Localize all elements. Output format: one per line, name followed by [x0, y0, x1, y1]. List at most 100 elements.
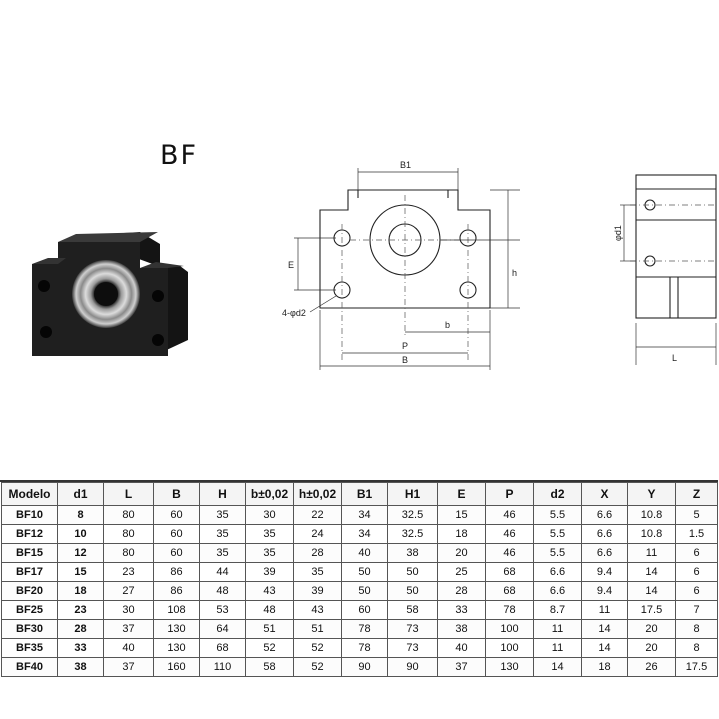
table-cell: 60	[153, 543, 200, 563]
column-header: Z	[675, 482, 718, 506]
table-cell: 8	[675, 619, 718, 639]
table-cell: 64	[199, 619, 246, 639]
table-cell: 108	[153, 600, 200, 620]
table-cell: 43	[293, 600, 342, 620]
table-cell: 11	[627, 543, 676, 563]
table-cell: 9.4	[581, 562, 628, 582]
table-cell: 48	[245, 600, 294, 620]
table-cell: 14	[533, 657, 582, 677]
dim-label-e: E	[288, 260, 294, 270]
table-cell: 6	[675, 562, 718, 582]
table-cell: 50	[387, 581, 438, 601]
table-cell: 5	[675, 505, 718, 525]
column-header: B1	[341, 482, 388, 506]
table-cell: 90	[341, 657, 388, 677]
table-cell: 6.6	[533, 562, 582, 582]
table-cell: 27	[103, 581, 154, 601]
dim-label-b: b	[445, 320, 450, 330]
table-cell: 100	[485, 619, 534, 639]
table-cell: 73	[387, 638, 438, 658]
table-cell: 43	[245, 581, 294, 601]
table-cell: 130	[485, 657, 534, 677]
table-cell: 6	[675, 581, 718, 601]
table-cell: 18	[437, 524, 486, 544]
model-cell: BF12	[1, 524, 58, 544]
table-cell: 68	[485, 581, 534, 601]
column-header: d1	[57, 482, 104, 506]
model-cell: BF35	[1, 638, 58, 658]
dim-label-l: L	[672, 353, 677, 363]
table-cell: 9.4	[581, 581, 628, 601]
table-cell: 33	[437, 600, 486, 620]
table-cell: 6.6	[533, 581, 582, 601]
table-cell: 11	[533, 638, 582, 658]
table-cell: 14	[581, 638, 628, 658]
table-cell: 14	[627, 581, 676, 601]
table-cell: 28	[293, 543, 342, 563]
table-cell: 30	[245, 505, 294, 525]
table-cell: 80	[103, 505, 154, 525]
table-cell: 26	[627, 657, 676, 677]
table-cell: 110	[199, 657, 246, 677]
table-cell: 20	[437, 543, 486, 563]
table-cell: 86	[153, 562, 200, 582]
table-cell: 80	[103, 524, 154, 544]
table-cell: 68	[199, 638, 246, 658]
table-cell: 17.5	[627, 600, 676, 620]
table-cell: 24	[293, 524, 342, 544]
table-cell: 46	[485, 505, 534, 525]
dim-label-p: P	[402, 341, 408, 351]
table-cell: 28	[437, 581, 486, 601]
table-cell: 40	[103, 638, 154, 658]
side-view-drawing: φd1 L	[613, 174, 717, 365]
column-header: P	[485, 482, 534, 506]
table-cell: 60	[153, 505, 200, 525]
table-cell: 35	[245, 543, 294, 563]
dim-label-d1: φd1	[613, 225, 623, 241]
column-header: Modelo	[1, 482, 58, 506]
table-cell: 6	[675, 543, 718, 563]
table-cell: 39	[245, 562, 294, 582]
table-cell: 14	[581, 619, 628, 639]
table-cell: 10	[57, 524, 104, 544]
table-cell: 52	[245, 638, 294, 658]
column-header: b±0,02	[245, 482, 294, 506]
front-view-drawing: B1 E h H1 H 4-φd2 b P B	[282, 160, 520, 370]
table-cell: 86	[153, 581, 200, 601]
table-cell: 51	[245, 619, 294, 639]
table-cell: 22	[293, 505, 342, 525]
table-cell: 90	[387, 657, 438, 677]
dim-label-holes: 4-φd2	[282, 308, 306, 318]
table-cell: 50	[341, 562, 388, 582]
table-cell: 33	[57, 638, 104, 658]
table-cell: 34	[341, 524, 388, 544]
table-cell: 8.7	[533, 600, 582, 620]
table-cell: 38	[437, 619, 486, 639]
table-cell: 35	[199, 524, 246, 544]
table-cell: 160	[153, 657, 200, 677]
table-cell: 6.6	[581, 505, 628, 525]
table-cell: 80	[103, 543, 154, 563]
table-cell: 15	[437, 505, 486, 525]
table-cell: 58	[245, 657, 294, 677]
table-cell: 130	[153, 638, 200, 658]
table-cell: 78	[341, 638, 388, 658]
table-cell: 73	[387, 619, 438, 639]
table-cell: 14	[627, 562, 676, 582]
column-header: d2	[533, 482, 582, 506]
table-cell: 46	[485, 524, 534, 544]
model-cell: BF20	[1, 581, 58, 601]
table-cell: 40	[437, 638, 486, 658]
column-header: X	[581, 482, 628, 506]
table-cell: 5.5	[533, 524, 582, 544]
column-header: Y	[627, 482, 676, 506]
product-title: BF	[160, 140, 199, 171]
